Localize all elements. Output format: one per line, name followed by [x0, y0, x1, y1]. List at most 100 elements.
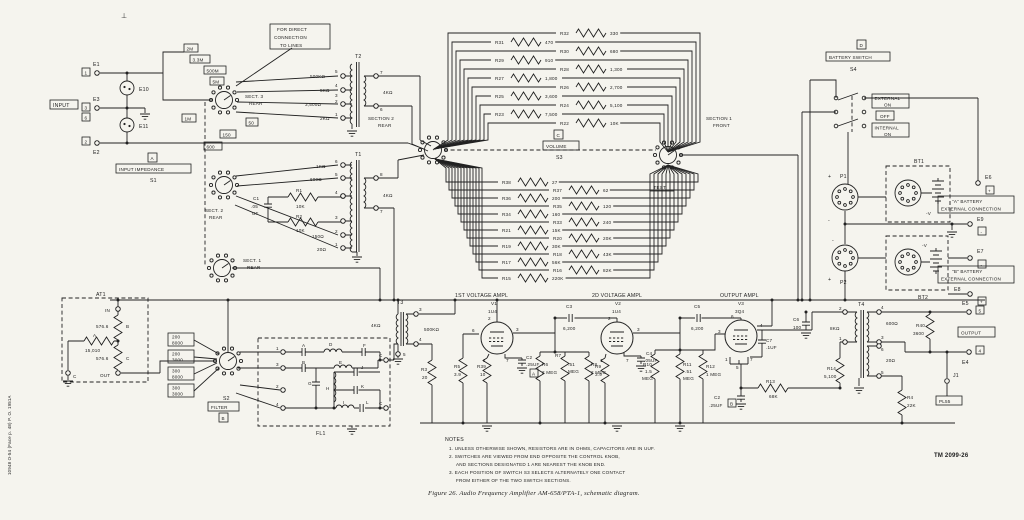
r2-value: 10K: [296, 228, 306, 233]
c1-value: .05: [251, 204, 258, 209]
wire-number-2: 2: [81, 136, 91, 146]
c2b-section: B: [727, 398, 737, 408]
r1-ref: R1: [296, 188, 303, 193]
svg-text:CONNECTION: CONNECTION: [274, 35, 307, 40]
at1-rb-value: 576.6: [96, 324, 109, 329]
svg-text:"A" BATTERY: "A" BATTERY: [952, 199, 983, 204]
wire: [627, 68, 685, 153]
at1-rb: B: [126, 324, 129, 329]
v2-pin1: 1: [600, 358, 603, 363]
r40-value: 3600: [913, 331, 924, 336]
e8-label: E8: [954, 287, 961, 293]
b-battery-label: "B" BATTERY EXTERNAL CONNECTION: [937, 265, 1015, 284]
section1-pos: FRONT: [713, 123, 730, 128]
resistor-ref: R22: [560, 121, 569, 126]
t1-pin4: 4: [335, 190, 338, 195]
output-label: OUTPUT: [957, 326, 996, 338]
sect1-name: SECT. 1: [243, 258, 261, 263]
r12-ref: R12: [706, 364, 715, 369]
svg-text:8000: 8000: [172, 375, 183, 380]
test-label: TEST: [649, 181, 675, 192]
resistor-ref: R34: [502, 212, 511, 217]
print-code: 10948 O-54 (Face p. 48) P. O. 1951A: [7, 395, 12, 475]
svg-text:B: B: [730, 402, 733, 407]
resistor-ref: R18: [553, 252, 562, 257]
fl1-l: L: [366, 400, 369, 405]
wire: [620, 50, 693, 153]
resistor-a: [83, 336, 115, 346]
s1-designator: S1: [150, 178, 157, 184]
battery-switch-label: BATTERY SWITCH: [825, 51, 891, 62]
svg-text:INPUT IMPEDANCE: INPUT IMPEDANCE: [119, 167, 164, 172]
wire: [434, 158, 498, 215]
r3-value: 20: [422, 375, 428, 380]
wire: [613, 164, 671, 239]
v2-pin7: 7: [626, 358, 629, 363]
wire: [562, 164, 691, 199]
input-impedance-label: INPUT IMPEDANCE: [115, 163, 192, 174]
t2-pin7: 7: [380, 70, 383, 75]
resistor-ref: R17: [502, 260, 511, 265]
resistor-value: 200: [552, 196, 561, 201]
c3-ref: C3: [566, 304, 573, 309]
resistor-value: 910: [545, 58, 554, 63]
v2-pin2: 2: [608, 316, 611, 321]
filter-range-3: 300 8000: [167, 366, 195, 381]
s2-designator: S2: [223, 396, 230, 402]
v1-type: 1U4: [488, 309, 497, 314]
resistor-ref: R37: [553, 188, 562, 193]
svg-text:OUTPUT: OUTPUT: [961, 331, 981, 336]
r12-value: 1 MEG: [706, 372, 722, 377]
resistor-value: 680: [610, 49, 619, 54]
svg-text:+: +: [988, 189, 991, 194]
svg-text:8000: 8000: [172, 341, 183, 346]
external-on-label: EXTERNAL ON: [871, 93, 910, 109]
t1-pin3: 3: [335, 215, 338, 220]
svg-text:300: 300: [172, 369, 181, 374]
p1-minus: -: [828, 218, 830, 224]
v3-pin4: 4: [760, 323, 763, 328]
pl55-label: PL55: [935, 395, 963, 406]
sect2-pos: REAR: [209, 215, 223, 220]
t4-pin6: 6: [881, 347, 884, 352]
svg-text:+: +: [980, 300, 983, 305]
r10-ref: R10: [643, 362, 652, 367]
wire: [433, 68, 556, 150]
wire: [613, 164, 669, 255]
svg-text:3: 3: [85, 106, 88, 111]
direct-connection-callout: FOR DIRECT CONNECTION TO LINES: [269, 23, 331, 50]
resistor-value: 10K: [610, 121, 620, 126]
resistor-value: 30K: [552, 244, 562, 249]
resistor-ref: R24: [560, 103, 569, 108]
wire: [620, 122, 669, 153]
p1-label: P1: [840, 174, 847, 180]
t2-tap1: 500KΩ: [310, 74, 326, 79]
resistor-symbol: [517, 241, 549, 251]
switch-s1-sect2: [208, 170, 240, 200]
s4-designator: S4: [850, 67, 857, 73]
wire: [627, 104, 669, 152]
t1-pin5: 5: [335, 172, 338, 177]
svg-text:600: 600: [207, 145, 216, 150]
svg-text:BATTERY SWITCH: BATTERY SWITCH: [829, 55, 872, 60]
t4-pin3: 3: [881, 335, 884, 340]
sect3-name: SECT. 3: [245, 94, 263, 99]
resistor-r1: [287, 192, 319, 202]
svg-text:500M: 500M: [207, 69, 219, 74]
resistor-symbol: [568, 233, 600, 243]
svg-text:1: 1: [85, 71, 88, 76]
e5-number: 5: [975, 305, 985, 315]
wire: [627, 86, 677, 153]
e9-minus: -: [977, 226, 987, 236]
t2-tap2: 5KΩ: [320, 88, 330, 93]
svg-text:3000: 3000: [172, 358, 183, 363]
notes-heading: NOTES: [445, 437, 464, 443]
internal-on-label: INTERNAL ON: [871, 122, 910, 138]
fl1-d: D: [329, 342, 333, 347]
connector-p1: [831, 183, 859, 211]
resistor-r3: [427, 359, 437, 386]
filter-range-2: 200 3000: [167, 349, 195, 364]
resistor-value: 470: [545, 40, 554, 45]
resistor-value: 20K: [603, 236, 613, 241]
